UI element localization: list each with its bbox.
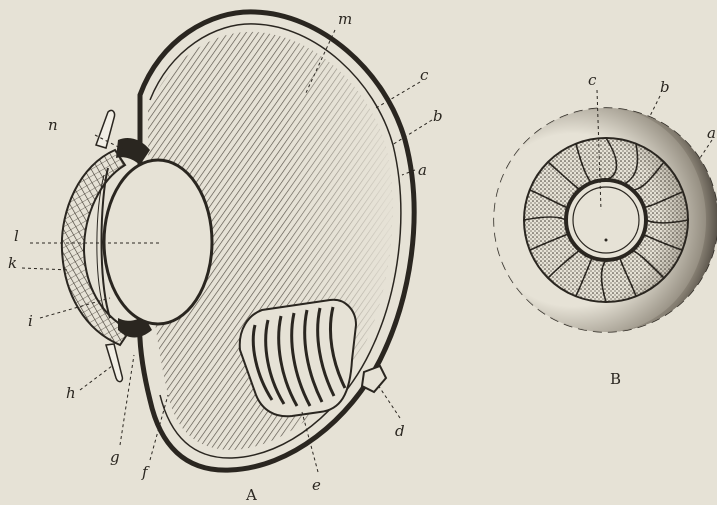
label-b-c: c xyxy=(588,71,597,89)
label-d: d xyxy=(395,422,405,440)
upper-lid-flap xyxy=(96,110,115,148)
lens xyxy=(104,160,212,324)
pecten-comb xyxy=(240,300,356,417)
label-a: a xyxy=(418,161,427,179)
label-k: k xyxy=(8,254,17,272)
label-g: g xyxy=(110,448,120,466)
label-c: c xyxy=(420,66,429,84)
label-i: i xyxy=(28,312,33,330)
label-b-b: b xyxy=(660,78,670,96)
optic-nerve-stub xyxy=(362,366,386,392)
label-e: e xyxy=(312,476,321,494)
caption-b: B xyxy=(610,370,621,388)
eye-section-a: n l k i h g f m c b a d e A xyxy=(8,10,443,504)
label-m: m xyxy=(338,10,352,28)
eye-section-b: c b a B xyxy=(494,71,717,388)
label-b: b xyxy=(433,107,443,125)
label-f: f xyxy=(141,463,150,481)
label-n: n xyxy=(48,116,58,134)
label-h: h xyxy=(66,384,76,402)
lower-lid-flap xyxy=(106,344,122,382)
label-b-a: a xyxy=(707,124,716,142)
label-l: l xyxy=(14,227,19,245)
caption-a: A xyxy=(245,486,257,504)
